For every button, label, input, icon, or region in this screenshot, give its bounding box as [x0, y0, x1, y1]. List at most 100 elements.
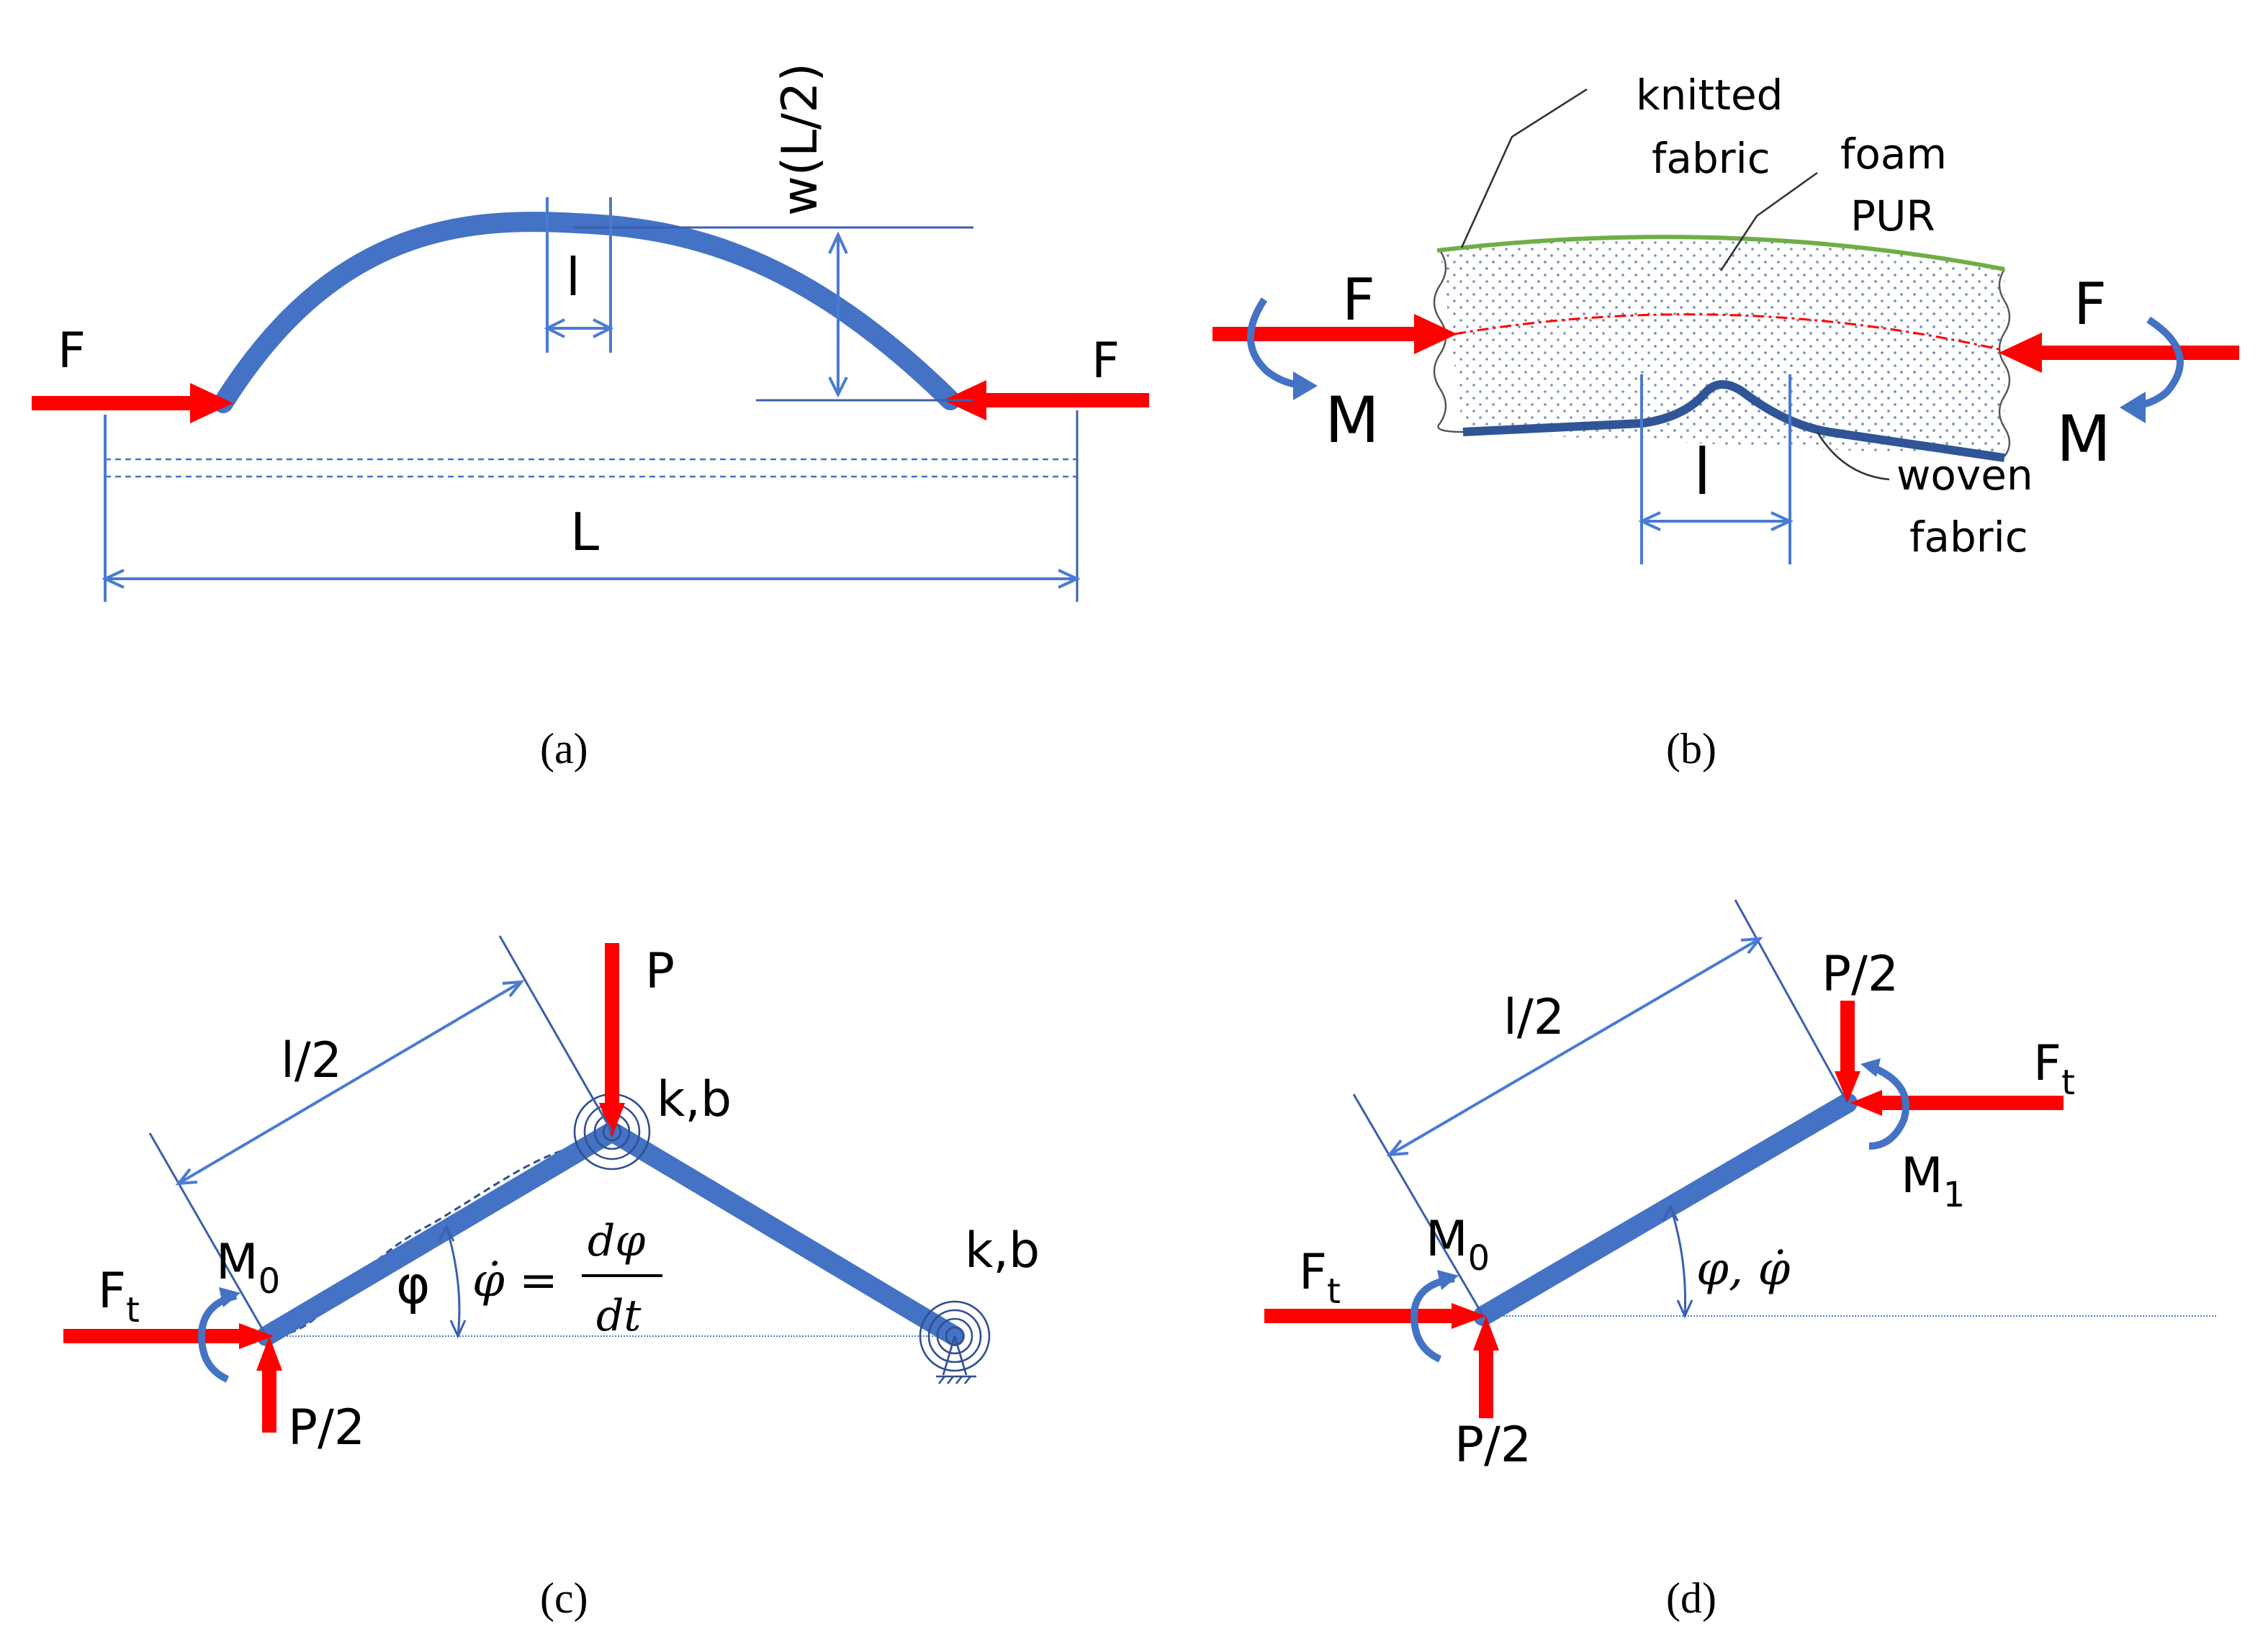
- buckled-beam: [213, 212, 960, 413]
- force-label-left: F: [1342, 266, 1375, 333]
- force-right-sub: t: [2061, 1063, 2075, 1103]
- force-label-left: Ft: [98, 1263, 140, 1330]
- link: [1473, 1093, 1858, 1326]
- link-right: [602, 1122, 965, 1346]
- force-right-main: F: [2033, 1035, 2061, 1092]
- force-left-main: F: [1299, 1244, 1327, 1301]
- reaction-label: P/2: [288, 1399, 365, 1456]
- half-ext-right: [1734, 899, 1849, 1104]
- angle-arc: [1669, 1206, 1687, 1317]
- moment-right-sub: 1: [1943, 1175, 1966, 1215]
- angle-arrow-bottom: [1676, 1299, 1693, 1319]
- rate-numerator: dφ: [588, 1216, 645, 1266]
- force-label-right: F: [2074, 271, 2107, 338]
- knitted-leader: [1460, 88, 1588, 248]
- moment-arrowhead-left: [1437, 1270, 1459, 1290]
- panel-c: P k,b k,b l/2 φ φ̇ = dφ dt Ft M0 P/2 (c): [63, 935, 1040, 1622]
- angle-arrow-top: [438, 1224, 455, 1242]
- force-arrowhead-left: [190, 383, 233, 423]
- load-arrowhead-top: [599, 1103, 625, 1137]
- length-label: L: [570, 502, 599, 562]
- spring-label-top: k,b: [657, 1071, 732, 1128]
- force-label-right: Ft: [2033, 1035, 2075, 1103]
- half-arrow-left: [1386, 1139, 1409, 1157]
- half-length-label: l/2: [1503, 989, 1565, 1046]
- moment-arrowhead-right: [2120, 392, 2146, 423]
- moment-arrow-left: [1410, 1275, 1455, 1363]
- deflection-arrow-top: [828, 231, 848, 254]
- width-arrow-right: [1770, 511, 1794, 531]
- half-ext-right: [498, 935, 613, 1132]
- load-label-top: P/2: [1822, 946, 1899, 1003]
- force-label-left: Ft: [1299, 1244, 1341, 1312]
- force-left-sub: t: [1327, 1271, 1341, 1312]
- moment-label-right: M1: [1901, 1148, 1965, 1215]
- moment-arrowhead-right: [1860, 1058, 1881, 1077]
- force-arrowhead-left: [239, 1323, 274, 1349]
- neutral-axis: [1454, 313, 2002, 351]
- moment-arrow-left: [1247, 297, 1311, 389]
- moment-arrow-right: [1866, 1062, 1910, 1150]
- length-arrow-right: [1058, 569, 1081, 589]
- deflection-arrow-bottom: [828, 377, 848, 398]
- width-label: l: [566, 247, 580, 307]
- woven-leader: [1816, 431, 1890, 481]
- foam-body-left: [1440, 251, 2004, 458]
- half-dim-line: [1388, 937, 1761, 1156]
- knitted-fabric-layer: [1436, 235, 2005, 271]
- half-arrow-right: [502, 980, 525, 998]
- force-arrowhead-left: [1414, 314, 1457, 354]
- link-left: [256, 1122, 622, 1346]
- width-label: l: [1693, 435, 1711, 509]
- width-arrow-right: [593, 318, 614, 338]
- half-dim-line: [177, 980, 523, 1185]
- angle-label: φ: [396, 1255, 431, 1315]
- force-label-main: F: [98, 1263, 126, 1320]
- half-arrow-right: [1740, 937, 1763, 955]
- panel-d: l/2 P/2 Ft M1 φ, φ̇ Ft M0 P/2 (d): [1264, 899, 2218, 1622]
- half-ext-left: [148, 1132, 268, 1337]
- foam-label-2: PUR: [1850, 191, 1935, 240]
- panel-a: F F w(L/2) l L (a): [32, 63, 1149, 772]
- moment-label-main: M: [216, 1234, 258, 1291]
- half-length-label: l/2: [281, 1032, 342, 1089]
- angle-arc: [445, 1226, 461, 1337]
- moment-right-main: M: [1901, 1148, 1943, 1204]
- force-label-left: F: [58, 323, 86, 379]
- moment-label-left: M0: [216, 1234, 280, 1302]
- rate-denominator: dt: [596, 1291, 642, 1341]
- caption-b: (b): [1666, 725, 1716, 772]
- rate-lhs: φ̇ =: [472, 1254, 558, 1307]
- spring-label-right: k,b: [965, 1222, 1040, 1279]
- cut-edge-right: [1998, 269, 2011, 457]
- force-arrowhead-right: [1850, 1090, 1882, 1116]
- panel-b: knitted fabric foam PUR woven fabric F F…: [1212, 71, 2239, 772]
- moment-arrow-left: [197, 1292, 238, 1383]
- width-arrow-left: [1638, 511, 1661, 531]
- load-label-top: P: [645, 943, 675, 1000]
- foam-leader: [1719, 171, 1818, 271]
- load-arrowhead-top: [1835, 1071, 1860, 1103]
- angle-arrow-top: [1662, 1204, 1679, 1222]
- woven-fabric-layer: [1462, 380, 2005, 462]
- angle-arrow-bottom: [449, 1320, 467, 1339]
- angle-label: φ, φ̇: [1696, 1243, 1791, 1296]
- force-label-right: F: [1092, 333, 1120, 389]
- cut-edge-left: [1433, 250, 1464, 433]
- caption-d: (d): [1666, 1574, 1716, 1622]
- caption-a: (a): [540, 725, 588, 772]
- knitted-label-1: knitted: [1636, 71, 1783, 120]
- force-label-sub: t: [126, 1290, 140, 1330]
- woven-label-2: fabric: [1909, 513, 2028, 562]
- caption-c: (c): [540, 1574, 588, 1622]
- moment-label-left: M: [1325, 383, 1380, 457]
- force-arrowhead-left: [1452, 1303, 1486, 1329]
- moment-arrowhead-left: [219, 1287, 240, 1307]
- spring-support-right: [919, 1300, 991, 1384]
- reaction-arrowhead: [256, 1336, 282, 1371]
- moment-label-sub: 0: [258, 1261, 281, 1302]
- force-arrowhead-right: [1999, 333, 2042, 373]
- foam-label-1: foam: [1840, 130, 1947, 179]
- half-ext-left: [1352, 1094, 1485, 1317]
